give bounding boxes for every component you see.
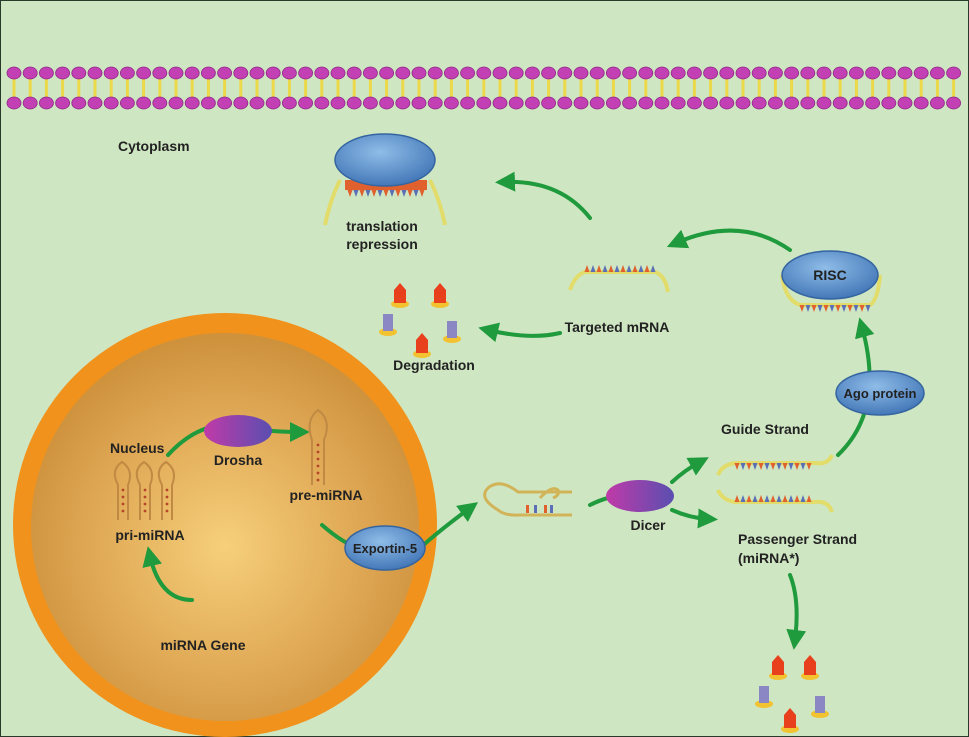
exportin-5-protein xyxy=(344,525,426,571)
dicer-protein xyxy=(606,480,674,512)
pre-mirna-label: pre-miRNA xyxy=(289,487,362,503)
risc-label: RISC xyxy=(813,267,846,283)
arrow-dicer-to-passenger xyxy=(670,508,718,529)
nucleus-interior xyxy=(31,333,419,721)
hairpin-icon xyxy=(483,482,572,517)
pre-mirna-icon xyxy=(308,408,328,485)
arrow-to-degradation xyxy=(478,322,562,343)
pri-mirna-label: pri-miRNA xyxy=(115,527,184,543)
drosha-protein xyxy=(204,415,272,447)
nucleus-label: Nucleus xyxy=(110,440,165,456)
pri-mirna-icon xyxy=(113,460,175,520)
degradation-fragments-top xyxy=(379,283,461,358)
targeted-mrna-icon xyxy=(568,265,670,293)
repression-label: repression xyxy=(346,236,418,252)
arrow-risc-to-mrna xyxy=(666,228,792,252)
arrow-to-translation-repression xyxy=(495,171,592,220)
risc-complex-icon xyxy=(780,250,882,312)
guide-strand-icon xyxy=(716,454,834,476)
passenger-strand-label: Passenger Strand xyxy=(738,531,857,547)
arrow-dicer-to-guide xyxy=(670,457,709,484)
mirna-gene-label: miRNA Gene xyxy=(160,637,245,653)
passenger-strand-icon xyxy=(716,489,834,513)
arrow-gene-to-pri xyxy=(142,546,194,602)
degradation-fragments-bottom xyxy=(755,655,829,733)
mirna-star-label: (miRNA*) xyxy=(738,550,799,566)
guide-strand-label: Guide Strand xyxy=(721,421,809,437)
arrow-passenger-to-degradation xyxy=(786,573,807,650)
translation-label: translation xyxy=(346,218,418,234)
ago-protein-label: Ago protein xyxy=(844,386,917,401)
drosha-label: Drosha xyxy=(214,452,262,468)
dicer-label: Dicer xyxy=(630,517,666,533)
degradation-label: Degradation xyxy=(393,357,475,373)
ribosome-icon xyxy=(323,133,447,226)
cytoplasm-label: Cytoplasm xyxy=(118,138,190,154)
targeted-mrna-label: Targeted mRNA xyxy=(565,319,670,335)
membrane-bilayer xyxy=(6,66,961,110)
ago-protein xyxy=(835,370,925,416)
nucleus xyxy=(13,313,437,737)
exportin-5-label: Exportin-5 xyxy=(353,541,417,556)
